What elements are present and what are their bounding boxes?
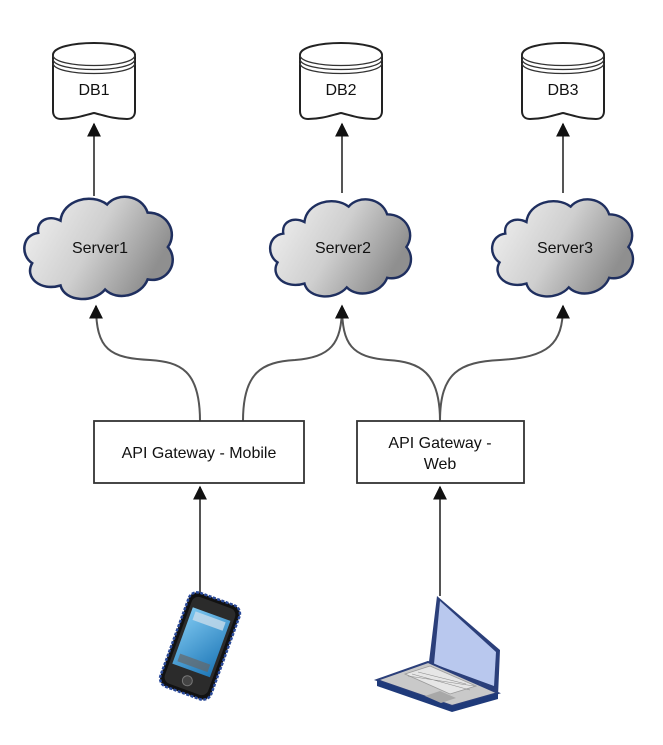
laptop-icon	[373, 596, 501, 712]
database-rim	[521, 54, 605, 75]
server-label: Server2	[315, 240, 371, 257]
database-db1[interactable]: DB1	[52, 42, 136, 121]
database-rim	[52, 54, 136, 75]
database-cylinder-icon	[52, 42, 136, 121]
database-cylinder-icon	[299, 42, 383, 121]
database-rim	[299, 54, 383, 75]
gateway-label: API Gateway - Mobile	[122, 445, 277, 462]
edge-gwmobile-server2	[242, 304, 349, 422]
gateway-box	[356, 420, 525, 484]
mobile-phone-icon	[158, 591, 242, 701]
edges-gateway-server	[89, 304, 570, 422]
edge-gwweb-server2	[335, 304, 441, 422]
server-label: Server3	[537, 240, 593, 257]
server-server3[interactable]: Server3	[490, 198, 635, 298]
client-laptop[interactable]	[373, 596, 501, 712]
database-label: DB2	[325, 82, 356, 99]
edge-gwweb-server3	[439, 304, 570, 422]
gateway-mobile[interactable]: API Gateway - Mobile	[93, 420, 305, 484]
database-cylinder-icon	[521, 42, 605, 121]
server-label: Server1	[72, 240, 128, 257]
client-phone[interactable]	[158, 590, 243, 702]
edges-server-db	[87, 122, 570, 196]
server-server2[interactable]: Server2	[268, 198, 413, 298]
gateway-label-line1: API Gateway -	[388, 435, 491, 452]
server-server1[interactable]: Server1	[23, 195, 174, 301]
edges-client-gateway	[193, 485, 447, 598]
database-db2[interactable]: DB2	[299, 42, 383, 121]
database-label: DB3	[547, 82, 578, 99]
gateway-label-line2: Web	[424, 456, 457, 473]
gateway-box	[93, 420, 305, 484]
database-db3[interactable]: DB3	[521, 42, 605, 121]
gateway-web[interactable]: API Gateway - Web	[356, 420, 525, 484]
database-label: DB1	[78, 82, 109, 99]
edge-gwmobile-server1	[89, 304, 201, 422]
